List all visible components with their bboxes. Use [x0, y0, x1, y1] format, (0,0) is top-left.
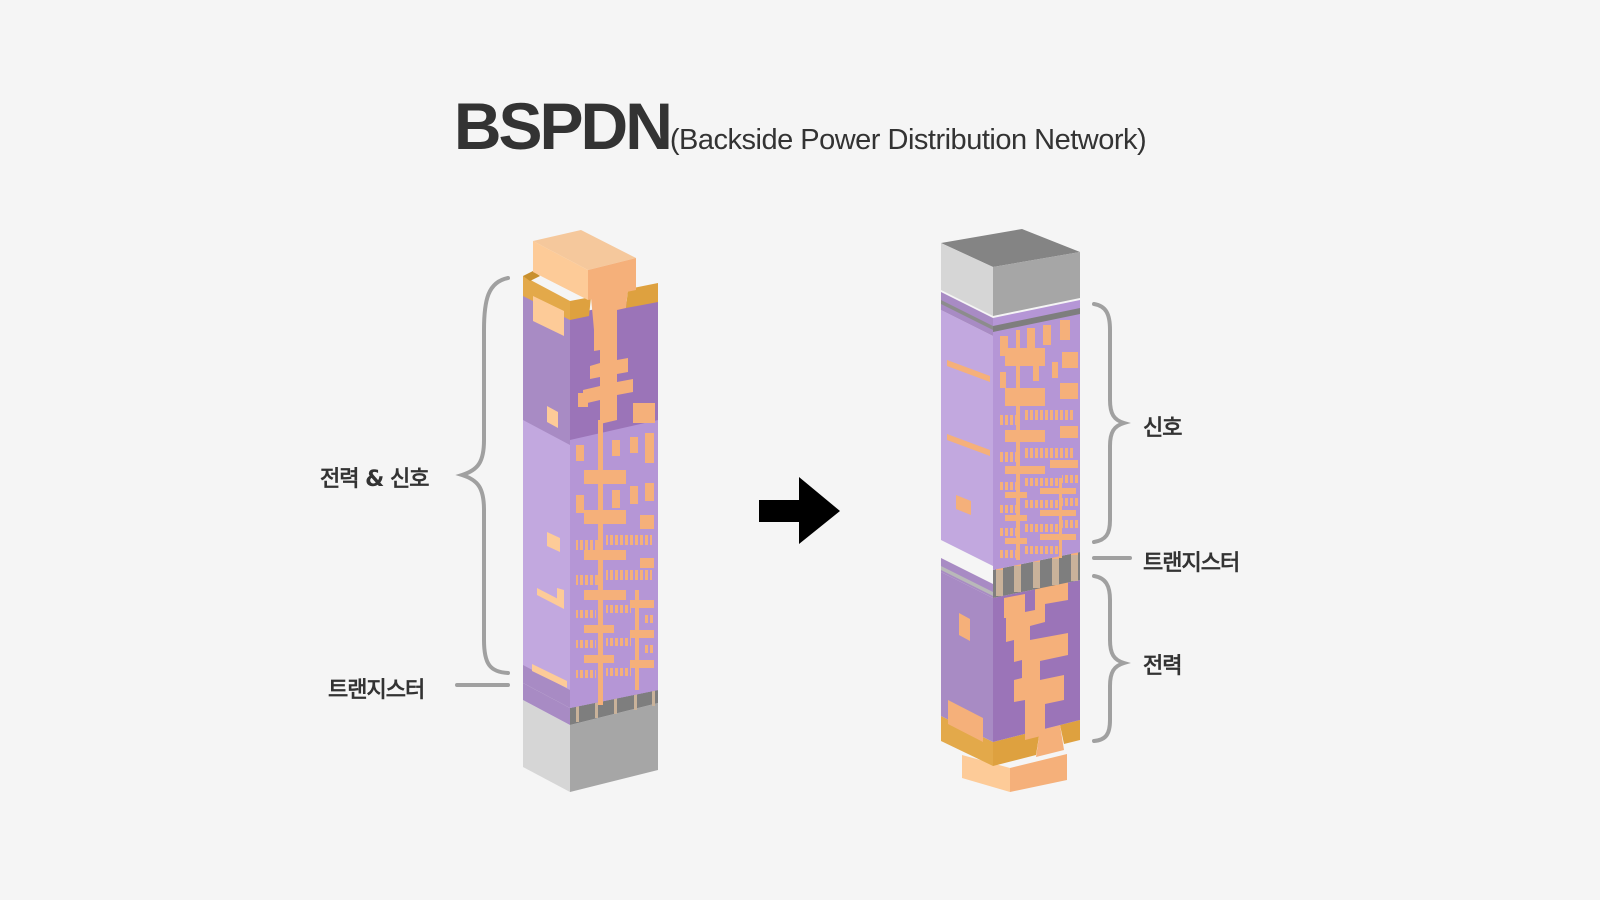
label-power-and-signal: 전력 & 신호 [320, 467, 429, 492]
left-interconnect-left-face [523, 290, 570, 708]
left-interconnect-right-face [570, 294, 658, 708]
label-left-transistor: 트랜지스터 [328, 678, 425, 703]
left-substrate [523, 700, 658, 792]
right-power-interconnect [941, 572, 1080, 742]
left-transistor-layer [523, 683, 658, 725]
right-column [941, 229, 1080, 792]
label-power: 전력 [1143, 654, 1182, 679]
right-signal-interconnect [941, 292, 1080, 570]
right-bracket-signal [1092, 302, 1131, 544]
right-signal-wires [1000, 320, 1078, 560]
label-right-transistor: 트랜지스터 [1143, 551, 1240, 576]
label-signal: 신호 [1143, 416, 1182, 441]
left-column [523, 230, 658, 792]
left-bracket-power-signal [455, 276, 510, 675]
right-bracket-power [1092, 574, 1131, 743]
right-carrier-wafer [941, 229, 1080, 316]
left-signal-wires [576, 420, 654, 705]
title-acronym: BSPDN [453, 89, 673, 163]
left-power-bump [533, 230, 636, 330]
right-arrow-icon [759, 477, 840, 544]
diagram-title: BSPDN(Backside Power Distribution Networ… [0, 88, 1600, 164]
right-power-bump [962, 754, 1067, 792]
title-expansion: (Backside Power Distribution Network) [669, 124, 1147, 156]
